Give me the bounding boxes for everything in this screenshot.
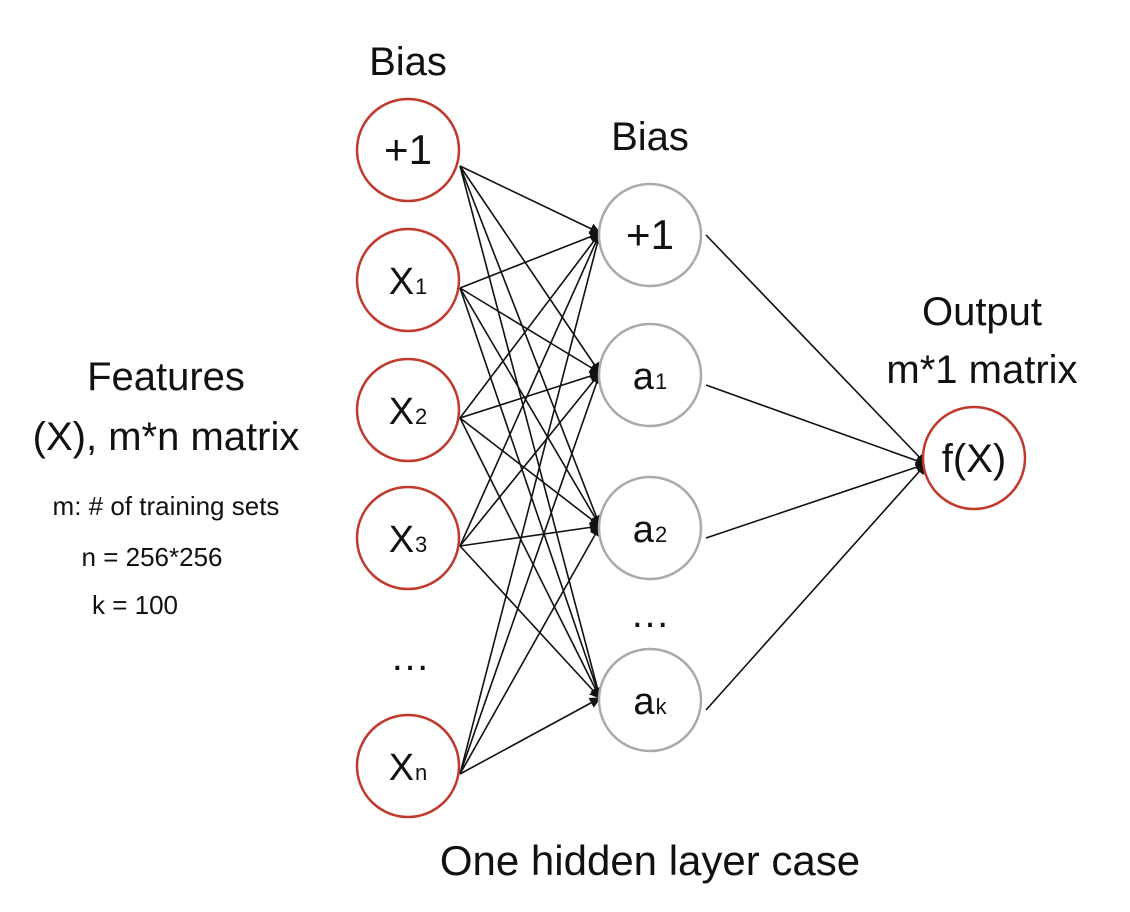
edge-input3-hidden1 <box>459 372 601 547</box>
note-k: k = 100 <box>92 590 178 620</box>
edge-hidden0-output <box>705 234 927 465</box>
note-n: n = 256*256 <box>82 542 223 572</box>
input-node-1: X1 <box>355 227 461 333</box>
input-node-2: X2 <box>355 357 461 463</box>
note-m: m: # of training sets <box>53 491 280 521</box>
hidden-node-2: a2 <box>597 475 703 581</box>
input-node-2-circle <box>355 357 461 463</box>
input-ellipsis: … <box>390 635 430 679</box>
hidden-node-1: a1 <box>597 322 703 428</box>
edge-input0-hidden2 <box>459 165 602 528</box>
edge-hidden2-output <box>705 461 928 539</box>
edge-input3-hidden2 <box>459 521 602 547</box>
edge-input1-hidden0 <box>459 231 602 289</box>
edge-input1-hidden2 <box>459 287 601 527</box>
input-node-3: X3 <box>355 485 461 591</box>
hidden-node-2-label: a2 <box>633 509 667 551</box>
edge-input0-hidden3 <box>459 165 603 700</box>
input-bias-label: Bias <box>369 40 447 84</box>
input-node-2-label: X2 <box>389 391 428 433</box>
hidden-node-1-label: a1 <box>633 356 667 398</box>
hidden-node-0-label: +1 <box>626 211 674 258</box>
edge-hidden3-output <box>705 463 927 711</box>
input-node-4: Xn <box>355 713 461 819</box>
edge-input2-hidden3 <box>459 417 601 700</box>
hidden-node-0-circle <box>597 182 703 288</box>
edge-input3-hidden3 <box>459 545 601 699</box>
input-node-0: +1 <box>355 97 461 203</box>
output-node: f(X) <box>921 405 1027 511</box>
edge-input1-hidden3 <box>459 287 603 700</box>
input-node-0-label: +1 <box>384 126 432 173</box>
output-node-circle <box>921 405 1027 511</box>
input-node-3-circle <box>355 485 461 591</box>
input-node-4-circle <box>355 713 461 819</box>
features-matrix-label: (X), m*n matrix <box>33 415 300 459</box>
hidden-node-0: +1 <box>597 182 703 288</box>
caption: One hidden layer case <box>440 837 860 884</box>
hidden-node-3: ak <box>597 647 703 753</box>
input-node-1-circle <box>355 227 461 333</box>
edge-input3-hidden0 <box>459 231 601 547</box>
features-title: Features <box>87 355 245 399</box>
output-matrix-label: m*1 matrix <box>886 348 1077 392</box>
output-title: Output <box>922 290 1042 334</box>
hidden-node-3-label: ak <box>633 681 667 723</box>
input-node-4-label: Xn <box>389 747 428 789</box>
edge-hidden1-output <box>705 384 928 466</box>
output-node-label: f(X) <box>942 437 1006 481</box>
edge-input1-hidden1 <box>459 287 601 374</box>
edge-input2-hidden1 <box>459 370 602 419</box>
edge-input4-hidden2 <box>459 525 601 775</box>
hidden-bias-label: Bias <box>611 115 689 159</box>
edge-input2-hidden2 <box>459 417 601 527</box>
hidden-node-1-circle <box>597 322 703 428</box>
edge-input0-hidden1 <box>459 165 601 374</box>
edge-input0-hidden0 <box>459 165 602 234</box>
edge-input4-hidden0 <box>459 231 603 775</box>
connection-edges <box>459 165 928 775</box>
edge-input4-hidden3 <box>459 697 601 775</box>
hidden-ellipsis: … <box>630 592 670 636</box>
edge-input4-hidden1 <box>459 371 602 775</box>
hidden-node-2-circle <box>597 475 703 581</box>
edge-input2-hidden0 <box>459 232 601 419</box>
input-node-0-circle <box>355 97 461 203</box>
hidden-node-3-circle <box>597 647 703 753</box>
input-node-1-label: X1 <box>389 261 428 303</box>
input-node-3-label: X3 <box>389 519 428 561</box>
